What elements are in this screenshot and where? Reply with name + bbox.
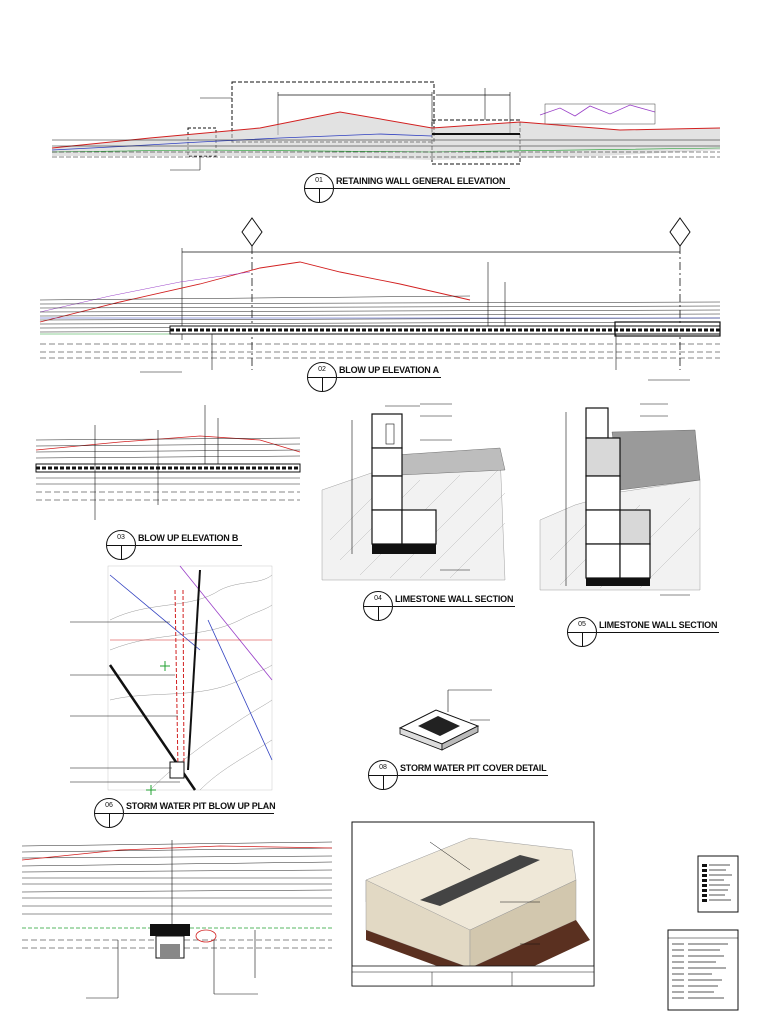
view-title-text: LIMESTONE WALL SECTION [599, 620, 718, 630]
view-title-text: BLOW UP ELEVATION A [339, 365, 439, 375]
view-number-bubble: 04 [363, 591, 393, 621]
line-type-legend [667, 929, 739, 1011]
limestone-wall-section-04-drawing [321, 403, 506, 581]
channel-drain-render [351, 821, 595, 987]
view-title-text: RETAINING WALL GENERAL ELEVATION [336, 176, 506, 186]
view-title-text: STORM WATER PIT BLOW UP PLAN [126, 801, 276, 811]
limestone-wall-section-05-drawing [539, 403, 701, 596]
symbol-legend [697, 855, 739, 913]
view-number-bubble: 03 [106, 530, 136, 560]
general-elevation-drawing [51, 81, 721, 171]
view-title-text: STORM WATER PIT COVER DETAIL [400, 763, 547, 773]
storm-water-pit-plan-drawing [70, 565, 273, 795]
blow-up-elevation-b-drawing [35, 405, 301, 520]
view-title-text: BLOW UP ELEVATION B [138, 533, 239, 543]
view-number-bubble: 08 [368, 760, 398, 790]
view-number-bubble: 02 [307, 362, 337, 392]
pit-cover-detail-drawing [398, 689, 492, 751]
view-number-bubble: 01 [304, 173, 334, 203]
view-number-bubble: 06 [94, 798, 124, 828]
view-title-text: LIMESTONE WALL SECTION [395, 594, 514, 604]
blow-up-elevation-a-drawing [39, 217, 721, 381]
view-number-bubble: 05 [567, 617, 597, 647]
pit-section-drawing [21, 840, 333, 999]
